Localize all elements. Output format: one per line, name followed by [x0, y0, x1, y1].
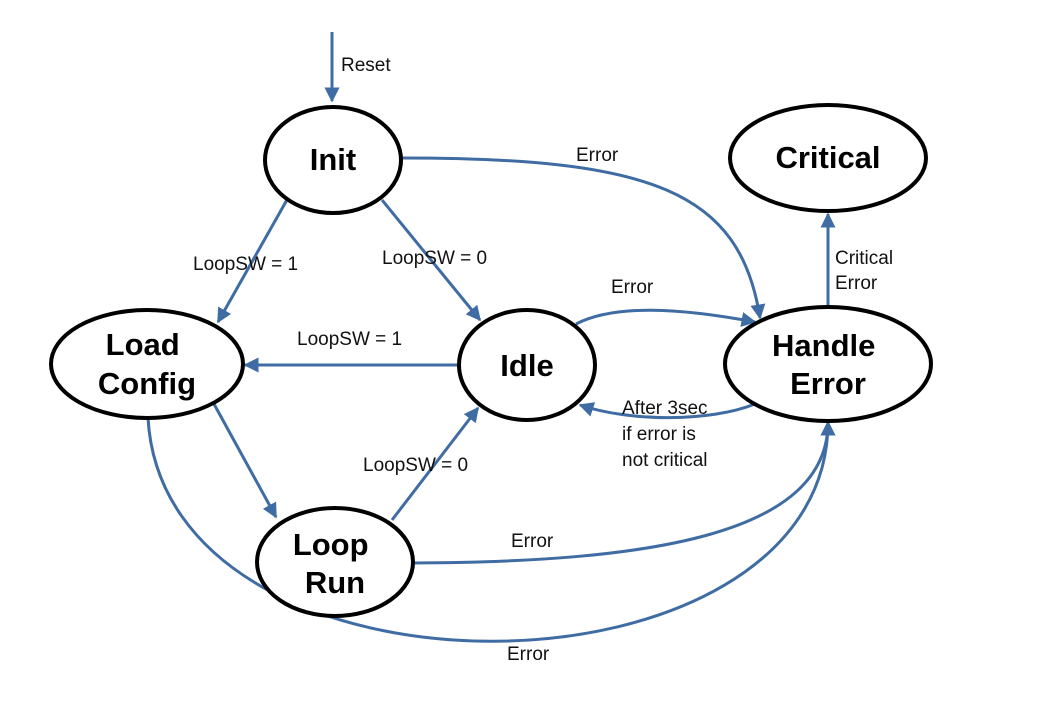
- label-init-to-load-config: LoopSW = 1: [193, 254, 298, 275]
- state-load-config: Load Config: [49, 308, 245, 420]
- edge-idle-to-handle-error: [575, 308, 757, 327]
- state-init: Init: [263, 105, 403, 215]
- edge-handle-error-to-idle: [578, 402, 756, 420]
- label-idle-to-handle-error: Error: [611, 277, 654, 298]
- edge-load-config-to-loop-run: [212, 403, 278, 519]
- state-handle-error-shape: [723, 305, 933, 423]
- edge-init-to-idle: [380, 199, 482, 322]
- state-handle-error-label: Handle Error: [772, 328, 884, 401]
- label-loop-run-to-idle: LoopSW = 0: [363, 455, 468, 476]
- label-reset: Reset: [341, 55, 391, 76]
- label-init-to-handle-error: Error: [576, 145, 619, 166]
- state-idle-label: Idle: [500, 348, 553, 383]
- state-critical-shape: [728, 103, 928, 213]
- state-critical: Critical: [728, 103, 928, 213]
- state-init-label: Init: [310, 142, 357, 177]
- state-load-config-label: Load Config: [98, 327, 196, 401]
- edge-init-to-load-config: [216, 197, 290, 324]
- state-loop-run-shape: [255, 506, 415, 618]
- state-critical-label: Critical: [775, 140, 880, 175]
- state-idle: Idle: [457, 308, 597, 422]
- states: Init Critical Load Config Idle H: [49, 103, 933, 618]
- transition-labels: Reset Error LoopSW = 1 LoopSW = 0 Error …: [193, 55, 898, 665]
- label-handle-error-to-idle: After 3sec if error is not critical: [622, 398, 713, 471]
- state-init-shape: [263, 105, 403, 215]
- label-idle-to-load-config: LoopSW = 1: [297, 329, 402, 350]
- state-load-config-shape: [49, 308, 245, 420]
- edge-loop-run-to-idle: [390, 406, 480, 521]
- edge-load-config-to-handle-error: [146, 417, 836, 643]
- edge-init-to-handle-error: [401, 156, 766, 320]
- transitions: [146, 32, 836, 643]
- edge-loop-run-to-handle-error: [412, 420, 836, 565]
- state-loop-run-label: Loop Run: [293, 527, 377, 600]
- state-idle-shape: [457, 308, 597, 422]
- label-handle-error-to-critical: Critical Error: [835, 248, 898, 294]
- label-loop-run-to-handle-error: Error: [511, 531, 554, 552]
- state-handle-error: Handle Error: [723, 305, 933, 423]
- state-loop-run: Loop Run: [255, 506, 415, 618]
- label-load-config-to-handle-error: Error: [507, 644, 550, 665]
- label-init-to-idle: LoopSW = 0: [382, 248, 487, 269]
